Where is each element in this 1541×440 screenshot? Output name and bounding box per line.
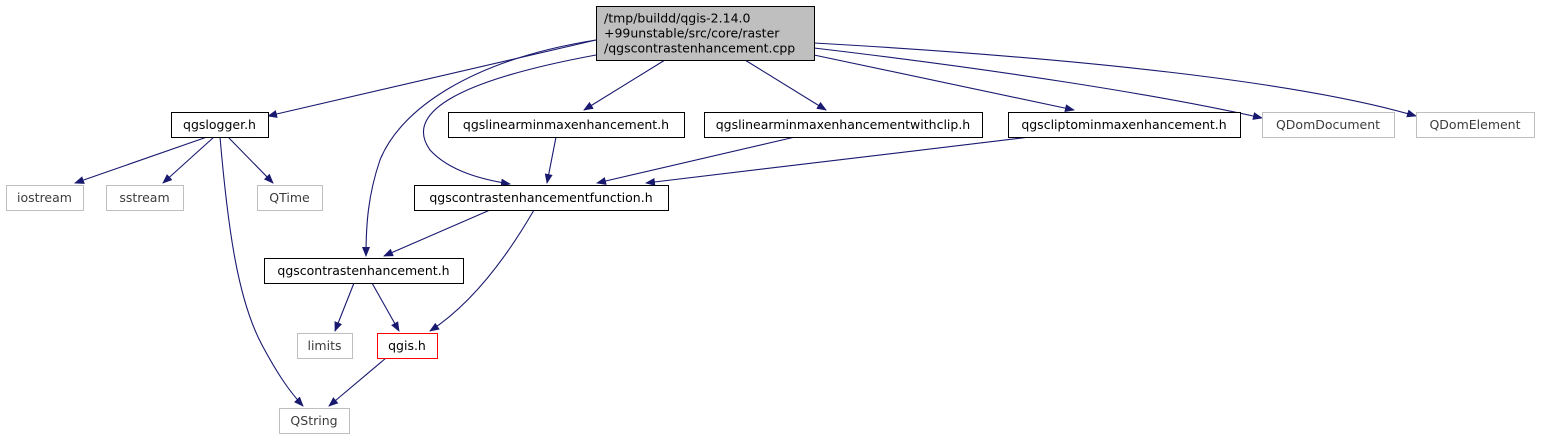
edge-ce-to-qgis bbox=[371, 282, 400, 332]
node-box-linearclip bbox=[704, 112, 983, 138]
node-box-qstring bbox=[279, 408, 350, 434]
node-label-sstream: sstream bbox=[119, 190, 169, 205]
node-sstream: sstream bbox=[106, 185, 184, 211]
edges-layer bbox=[74, 39, 1417, 407]
node-label-qgslogger: qgslogger.h bbox=[183, 117, 256, 132]
edge-qgslogger-to-iostream bbox=[74, 136, 208, 184]
node-box-linear bbox=[448, 112, 685, 138]
node-label-root-line-1: /tmp/buildd/qgis-2.14.0 bbox=[604, 11, 750, 26]
node-label-linear: qgslinearminmaxenhancement.h bbox=[463, 117, 669, 132]
node-label-root-line-2: +99unstable/src/core/raster bbox=[604, 26, 780, 41]
node-iostream: iostream bbox=[6, 185, 84, 211]
edge-root-to-func bbox=[422, 54, 597, 187]
edge-qgis-to-qstring bbox=[328, 357, 387, 407]
edge-linearclip-to-func bbox=[596, 136, 796, 185]
node-qdomdoc: QDomDocument bbox=[1262, 112, 1395, 138]
node-qstring: QString bbox=[279, 408, 350, 434]
nodes-layer: /tmp/buildd/qgis-2.14.0+99unstable/src/c… bbox=[6, 6, 1535, 434]
edge-qgslogger-to-qstring bbox=[219, 136, 304, 407]
edge-root-to-clipto bbox=[813, 54, 1075, 113]
node-qdomel: QDomElement bbox=[1416, 112, 1535, 138]
edge-clipto-to-func bbox=[645, 136, 1031, 186]
node-box-root bbox=[596, 6, 815, 61]
node-box-ce bbox=[264, 258, 464, 284]
edge-func-to-qgis bbox=[429, 209, 535, 332]
node-box-sstream bbox=[106, 185, 184, 211]
node-box-limits bbox=[297, 333, 353, 359]
node-box-qgslogger bbox=[171, 112, 269, 138]
edge-root-to-qdomel bbox=[813, 42, 1417, 118]
node-label-clipto: qgscliptominmaxenhancement.h bbox=[1021, 117, 1226, 132]
node-label-root-line-3: /qgscontrastenhancement.cpp bbox=[604, 41, 795, 56]
node-label-qtime: QTime bbox=[269, 190, 310, 205]
edge-qgslogger-to-sstream bbox=[162, 136, 215, 184]
edge-root-to-linearclip bbox=[744, 59, 827, 111]
node-box-qdomel bbox=[1416, 112, 1535, 138]
node-ce[interactable]: qgscontrastenhancement.h bbox=[264, 258, 464, 284]
node-label-qgis: qgis.h bbox=[388, 338, 426, 353]
edge-root-to-linear bbox=[583, 59, 666, 111]
node-label-ce: qgscontrastenhancement.h bbox=[277, 263, 449, 278]
node-clipto[interactable]: qgscliptominmaxenhancement.h bbox=[1008, 112, 1241, 138]
edge-func-to-ce bbox=[383, 209, 491, 257]
node-label-linearclip: qgslinearminmaxenhancementwithclip.h bbox=[716, 117, 970, 132]
edge-linear-to-func bbox=[544, 136, 557, 184]
node-box-clipto bbox=[1008, 112, 1241, 138]
edge-ce-to-limits bbox=[334, 282, 355, 332]
node-label-qstring: QString bbox=[290, 413, 337, 428]
node-label-qdomdoc: QDomDocument bbox=[1276, 117, 1380, 132]
node-root[interactable]: /tmp/buildd/qgis-2.14.0+99unstable/src/c… bbox=[596, 6, 815, 61]
node-label-iostream: iostream bbox=[17, 190, 72, 205]
node-linear[interactable]: qgslinearminmaxenhancement.h bbox=[448, 112, 685, 138]
node-limits: limits bbox=[297, 333, 353, 359]
edge-qgslogger-to-qtime bbox=[227, 136, 274, 184]
node-box-iostream bbox=[6, 185, 84, 211]
node-linearclip[interactable]: qgslinearminmaxenhancementwithclip.h bbox=[704, 112, 983, 138]
node-func[interactable]: qgscontrastenhancementfunction.h bbox=[414, 185, 669, 211]
node-qtime: QTime bbox=[257, 185, 323, 211]
node-label-limits: limits bbox=[307, 338, 341, 353]
node-label-qdomel: QDomElement bbox=[1429, 117, 1520, 132]
node-qgslogger[interactable]: qgslogger.h bbox=[171, 112, 269, 138]
node-qgis[interactable]: qgis.h bbox=[377, 333, 438, 359]
node-box-qdomdoc bbox=[1262, 112, 1395, 138]
edge-root-to-ce bbox=[362, 39, 597, 257]
node-label-func: qgscontrastenhancementfunction.h bbox=[429, 190, 652, 205]
node-box-func bbox=[414, 185, 669, 211]
edge-root-to-qgslogger bbox=[267, 39, 597, 118]
node-box-qtime bbox=[257, 185, 323, 211]
node-box-qgis bbox=[377, 333, 438, 359]
edge-root-to-qdomdoc bbox=[813, 47, 1263, 120]
